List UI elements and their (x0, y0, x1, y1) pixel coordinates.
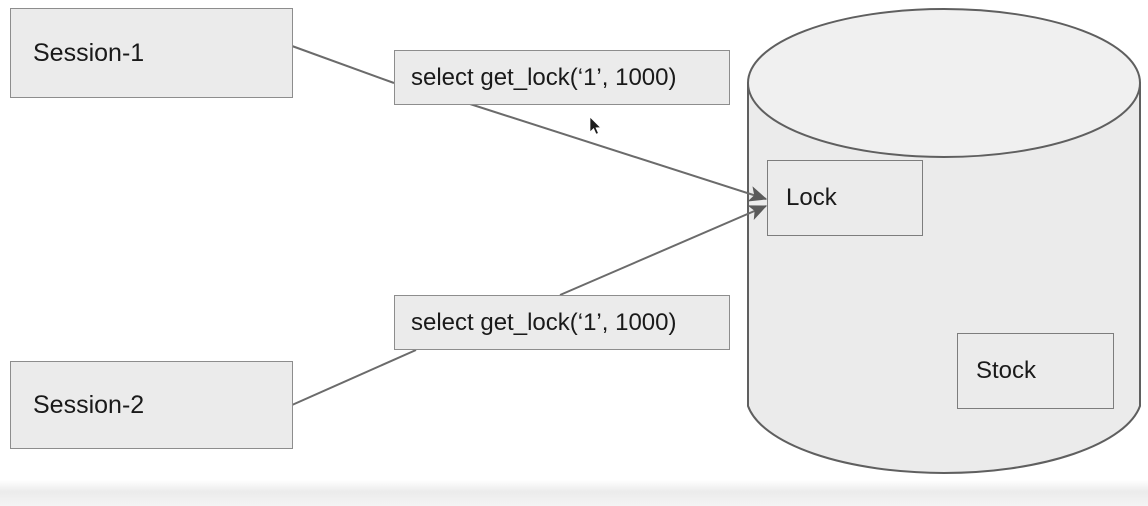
edge-statement2-to-lock (559, 205, 768, 296)
stock-box[interactable]: Stock (957, 333, 1114, 409)
lock-label: Lock (786, 184, 837, 211)
edge-session2-to-statement2 (291, 349, 417, 406)
database-cylinder (746, 6, 1142, 506)
session-1-label: Session-1 (33, 38, 145, 67)
statement-2-box[interactable]: select get_lock(‘1’, 1000) (394, 295, 730, 350)
stock-label: Stock (976, 357, 1037, 384)
statement-1-box[interactable]: select get_lock(‘1’, 1000) (394, 50, 730, 105)
edge-session1-to-statement1 (291, 45, 395, 84)
statement-1-label: select get_lock(‘1’, 1000) (411, 63, 677, 91)
session-2-label: Session-2 (33, 390, 145, 419)
mouse-pointer-icon (589, 116, 602, 135)
session-2-box[interactable]: Session-2 (10, 361, 293, 449)
session-1-box[interactable]: Session-1 (10, 8, 293, 98)
lock-box[interactable]: Lock (767, 160, 923, 236)
statement-2-label: select get_lock(‘1’, 1000) (411, 308, 677, 336)
edge-statement1-to-lock (469, 103, 768, 202)
